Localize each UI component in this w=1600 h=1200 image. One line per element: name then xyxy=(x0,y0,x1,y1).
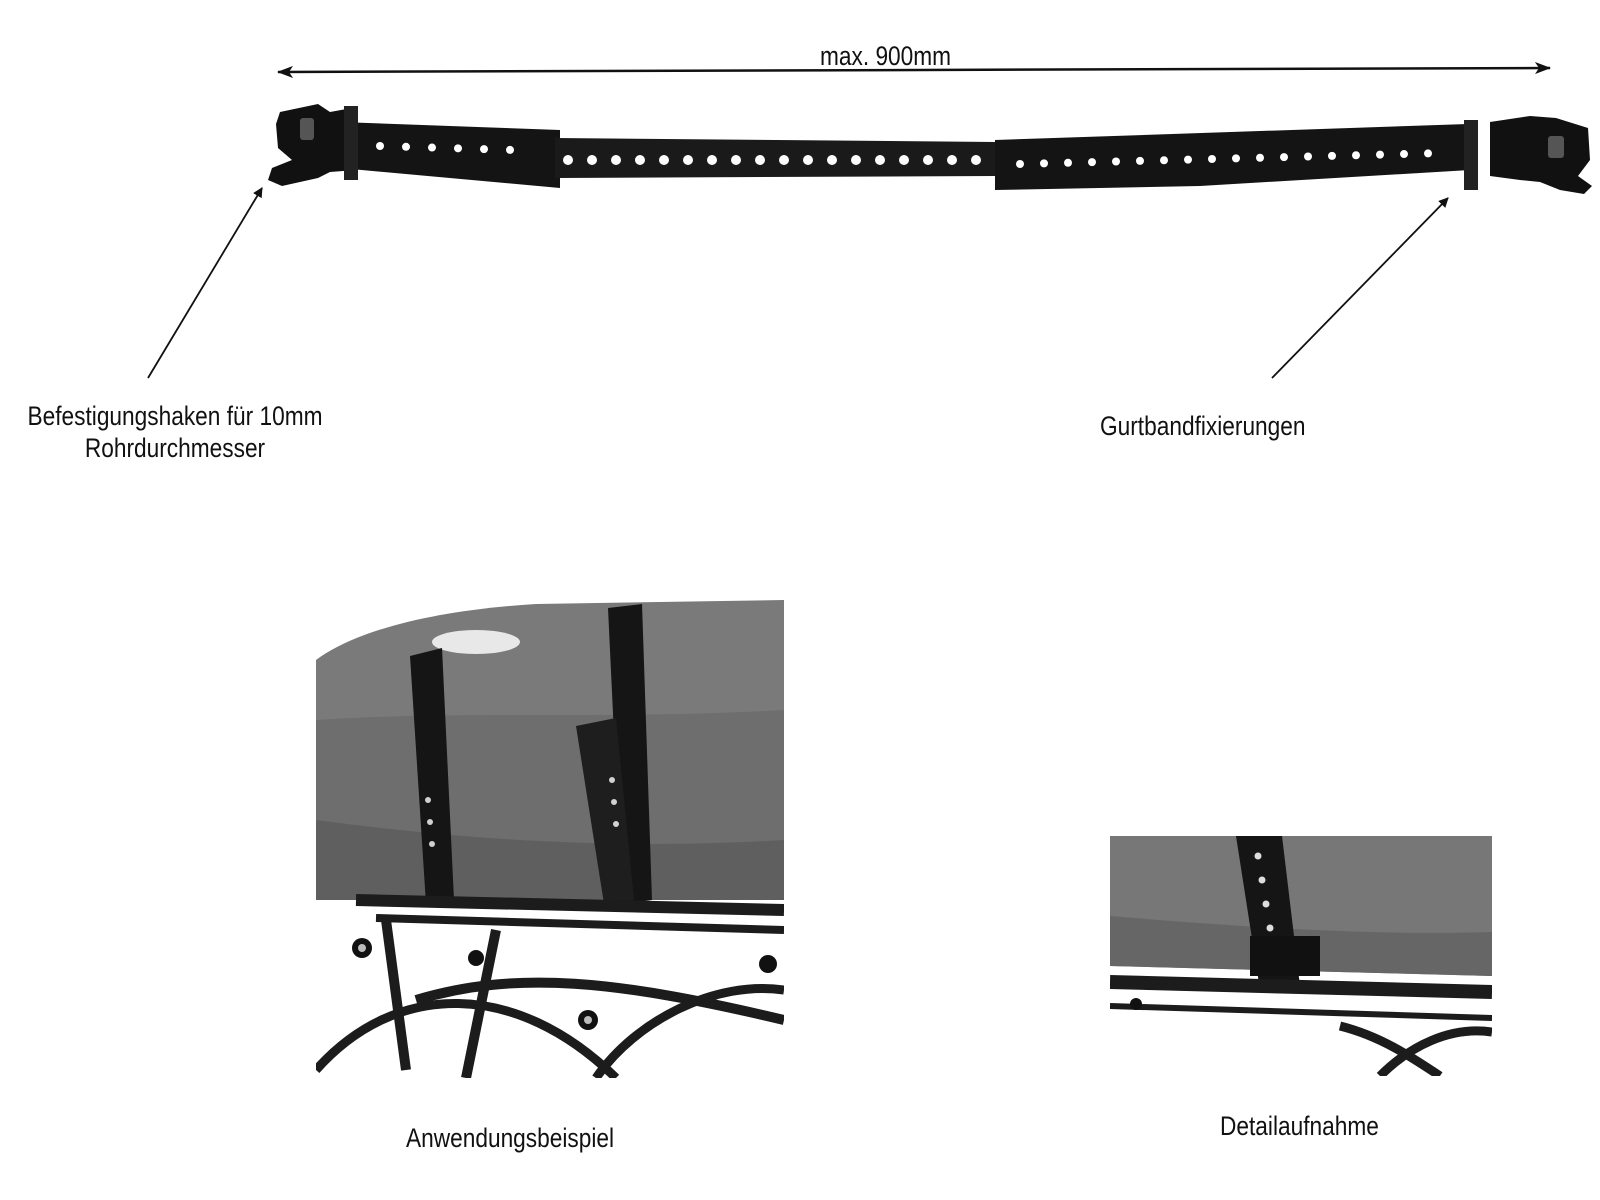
example-caption: Anwendungsbeispiel xyxy=(406,1123,615,1153)
strap-hole xyxy=(707,155,717,165)
strap-hole xyxy=(755,155,765,165)
strap-hole xyxy=(563,155,573,165)
bag-logo xyxy=(432,630,520,654)
strap-hole xyxy=(1280,153,1288,162)
strap-hole xyxy=(851,155,861,165)
strap-hole xyxy=(506,145,514,154)
strap-hole xyxy=(971,155,981,165)
hook-callout-label: Befestigungshaken für 10mm Rohrdurchmess… xyxy=(20,400,331,464)
strap-hole xyxy=(1400,150,1408,159)
strap-hole xyxy=(779,155,789,165)
dimension-label: max. 900mm xyxy=(820,41,952,71)
strap-left-section xyxy=(340,122,560,188)
strap-hole xyxy=(1136,156,1144,165)
strap-middle-section xyxy=(555,138,995,178)
strap xyxy=(340,122,1470,190)
strap-hole xyxy=(1040,159,1048,168)
strap-hole xyxy=(1328,151,1336,160)
strap-hole xyxy=(480,145,488,154)
hook-callout-line2: Rohrdurchmesser xyxy=(84,433,266,463)
strap-hole xyxy=(1016,160,1024,168)
strap-hole xyxy=(683,155,693,165)
strap-hole xyxy=(1184,155,1192,164)
strap-diagram xyxy=(147,62,1592,379)
strap-hole xyxy=(1424,149,1432,158)
example-strap-left xyxy=(410,648,454,904)
hook-callout-arrow xyxy=(147,187,263,379)
strap-hole xyxy=(1064,158,1072,167)
detail-photo xyxy=(1110,836,1492,1076)
strap-hole xyxy=(923,155,933,165)
strap-hole xyxy=(1112,157,1120,166)
dimension-arrow xyxy=(277,62,1551,78)
bike-rack xyxy=(316,894,784,1078)
strap-hole xyxy=(875,155,885,165)
strap-hole xyxy=(803,155,813,165)
strap-fix-callout-arrow xyxy=(1271,197,1449,379)
strap-hole xyxy=(611,155,621,165)
strap-hole xyxy=(1376,150,1384,159)
strap-hole xyxy=(659,155,669,165)
strap-hole xyxy=(1304,152,1312,161)
strap-hole xyxy=(1256,153,1264,162)
strap-hole xyxy=(1232,154,1240,163)
strap-hole xyxy=(827,155,837,165)
right-hook xyxy=(1464,116,1592,194)
strap-hole xyxy=(635,155,645,165)
strap-hole xyxy=(428,143,436,152)
example-photo xyxy=(316,600,784,1078)
strap-hole xyxy=(454,144,462,153)
strap-hole xyxy=(899,155,909,165)
strap-hole xyxy=(587,155,597,165)
strap-hole xyxy=(402,142,410,151)
strap-hole xyxy=(1352,151,1360,160)
strap-fix-callout-label: Gurtbandfixierungen xyxy=(1100,411,1306,441)
strap-hole xyxy=(1088,158,1096,167)
left-hook xyxy=(268,104,358,186)
detail-rack xyxy=(1110,975,1492,1076)
hook-callout-line1: Befestigungshaken für 10mm xyxy=(27,401,323,431)
strap-hole xyxy=(1208,155,1216,164)
strap-hole xyxy=(731,155,741,165)
strap-hole xyxy=(947,155,957,165)
strap-hole xyxy=(376,142,384,150)
strap-hole xyxy=(1160,156,1168,165)
detail-caption: Detailaufnahme xyxy=(1220,1111,1379,1141)
